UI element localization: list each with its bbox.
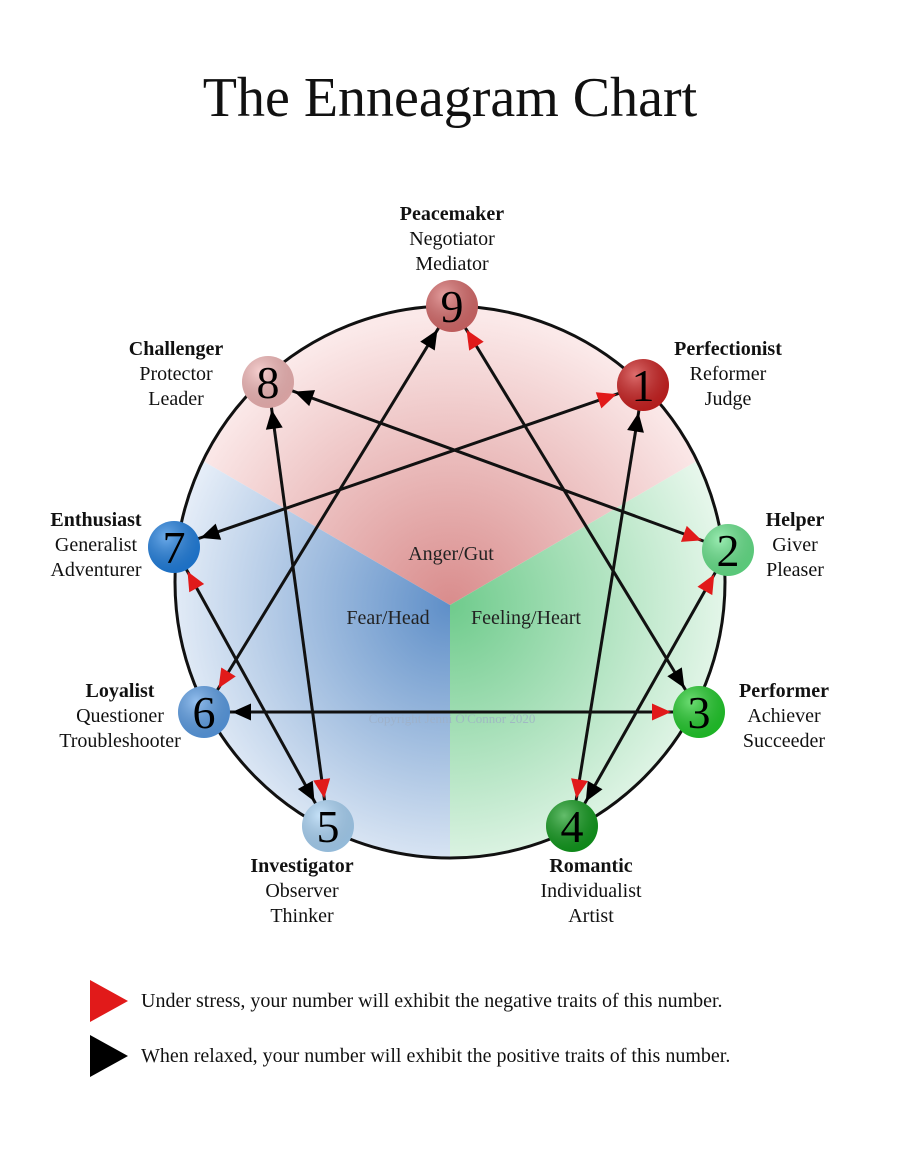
stress-arrowhead-8-to-2: [680, 525, 702, 542]
head-region: [173, 460, 450, 859]
connection-line-6-9: [202, 305, 454, 713]
center-label-fear: Fear/Head: [346, 607, 429, 629]
relaxed-arrowhead-2-to-4: [585, 780, 603, 802]
stress-arrowhead-7-to-1: [595, 392, 617, 409]
type-subtitle: Giver: [772, 534, 818, 556]
relaxed-arrowhead-7-to-5: [297, 780, 315, 802]
node-number: 2: [717, 525, 740, 576]
type-subtitle: Questioner: [76, 705, 164, 727]
gut-region: [202, 305, 698, 605]
legend-relaxed-text: When relaxed, your number will exhibit t…: [141, 1044, 731, 1067]
type-title: Perfectionist: [674, 338, 782, 360]
node-7: 7: [148, 521, 200, 573]
relaxed-arrowhead-5-to-8: [265, 409, 283, 430]
connection-line-5-8: [266, 381, 330, 827]
red-arrow-icon: [90, 980, 128, 1022]
type-subtitle: Individualist: [540, 880, 642, 902]
type-title: Peacemaker: [400, 203, 505, 225]
stress-arrowhead-5-to-7: [187, 571, 205, 593]
type-subtitle: Troubleshooter: [59, 730, 181, 752]
stress-arrowhead-4-to-2: [697, 574, 715, 596]
stress-arrowhead-6-to-3: [652, 703, 671, 721]
node-2: 2: [702, 524, 754, 576]
connection-line-1-4: [570, 384, 645, 827]
node-number: 9: [441, 281, 464, 332]
type-subtitle: Protector: [139, 363, 213, 385]
connection-line-3-9: [450, 305, 701, 713]
type-title: Challenger: [129, 338, 224, 360]
node-number: 5: [317, 801, 340, 852]
node-number: 3: [688, 687, 711, 738]
connection-line-1-7: [173, 383, 644, 549]
type-subtitle: Artist: [568, 905, 614, 927]
type-subtitle: Leader: [148, 388, 204, 410]
node-9: 9: [426, 280, 478, 332]
node-4: 4: [546, 800, 598, 852]
connection-line-2-4: [570, 549, 730, 827]
node-6: 6: [178, 686, 230, 738]
type-subtitle: Reformer: [690, 363, 767, 385]
type-title: Helper: [766, 509, 825, 531]
node-3: 3: [673, 686, 725, 738]
type-subtitle: Generalist: [55, 534, 138, 556]
type-subtitle: Observer: [265, 880, 339, 902]
legend-stress: Under stress, your number will exhibit t…: [88, 978, 723, 1024]
node-number: 7: [163, 522, 186, 573]
node-number: 1: [632, 360, 655, 411]
node-5: 5: [302, 800, 354, 852]
page-title: The Enneagram Chart: [202, 67, 698, 129]
type-subtitle: Pleaser: [766, 559, 824, 581]
type-subtitle: Succeeder: [743, 730, 826, 752]
relaxed-arrowhead-1-to-7: [200, 523, 222, 540]
legend-relaxed: When relaxed, your number will exhibit t…: [88, 1033, 730, 1079]
type-subtitle: Adventurer: [50, 559, 141, 581]
node-8: 8: [242, 356, 294, 408]
node-number: 8: [257, 357, 280, 408]
center-label-feeling: Feeling/Heart: [471, 607, 581, 629]
type-labels: PeacemakerNegotiatorMediatorPerfectionis…: [50, 203, 829, 927]
legend-stress-text: Under stress, your number will exhibit t…: [141, 989, 723, 1012]
node-number: 4: [561, 801, 584, 852]
type-title: Investigator: [250, 855, 353, 877]
relaxed-arrowhead-9-to-3: [667, 667, 685, 689]
copyright-watermark: Copyright Jenni O'Connor 2020: [369, 711, 536, 726]
relaxed-arrowhead-6-to-9: [420, 329, 438, 351]
black-arrow-icon: [90, 1035, 128, 1077]
center-label-anger: Anger/Gut: [408, 543, 494, 565]
type-title: Performer: [739, 680, 829, 702]
type-title: Romantic: [549, 855, 632, 877]
enneagram-nodes: 9 1 2 3 4 5 6 7 8: [148, 280, 754, 852]
relaxed-arrowhead-2-to-8: [294, 390, 316, 407]
stress-arrowhead-8-to-5: [313, 778, 331, 799]
connection-lines: [172, 305, 730, 827]
connection-line-2-8: [267, 380, 729, 552]
stress-arrowhead-3-to-9: [466, 329, 484, 351]
type-subtitle: Judge: [705, 388, 752, 410]
connection-line-5-7: [172, 546, 330, 827]
relaxed-arrowhead-3-to-6: [232, 703, 251, 721]
stress-arrowhead-9-to-6: [218, 667, 236, 689]
heart-region: [450, 460, 727, 859]
node-number: 6: [193, 687, 216, 738]
type-subtitle: Achiever: [747, 705, 821, 727]
type-subtitle: Thinker: [270, 905, 334, 927]
node-1: 1: [617, 359, 669, 411]
type-title: Loyalist: [86, 680, 155, 702]
stress-arrowhead-1-to-4: [571, 778, 588, 799]
type-subtitle: Mediator: [415, 253, 489, 275]
type-subtitle: Negotiator: [409, 228, 495, 250]
relaxed-arrowhead-4-to-1: [627, 412, 644, 433]
type-title: Enthusiast: [50, 509, 141, 531]
